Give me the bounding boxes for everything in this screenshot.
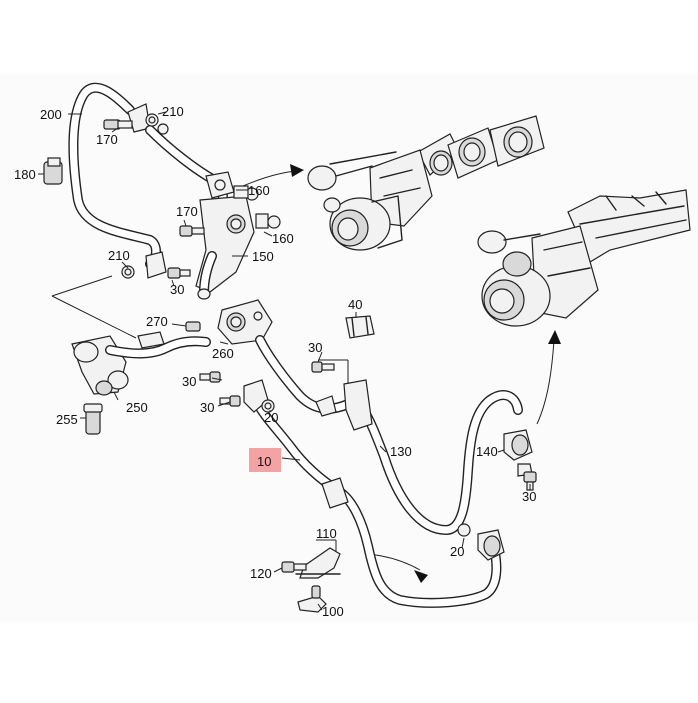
label-20-lower[interactable]: 20 <box>450 544 464 559</box>
label-140[interactable]: 140 <box>476 444 498 459</box>
label-260[interactable]: 260 <box>212 346 234 361</box>
label-30-clip[interactable]: 30 <box>308 340 322 355</box>
label-30-upper[interactable]: 30 <box>170 282 184 297</box>
label-255[interactable]: 255 <box>56 412 78 427</box>
highlight-box <box>249 448 281 472</box>
label-150[interactable]: 150 <box>252 249 274 264</box>
label-170-mid[interactable]: 170 <box>176 204 198 219</box>
bolts-30 <box>199 361 537 491</box>
part-100 <box>297 585 327 613</box>
label-160-top[interactable]: 160 <box>248 183 270 198</box>
label-210-mid[interactable]: 210 <box>108 248 130 263</box>
label-130[interactable]: 130 <box>390 444 412 459</box>
label-30-left[interactable]: 30 <box>182 374 196 389</box>
label-40[interactable]: 40 <box>348 297 362 312</box>
label-30-right[interactable]: 30 <box>522 489 536 504</box>
pipe-130 <box>255 335 523 535</box>
cap-180 <box>43 157 63 185</box>
clip-40 <box>345 315 375 339</box>
label-10[interactable]: 10 <box>257 454 271 469</box>
label-270[interactable]: 270 <box>146 314 168 329</box>
connector-140 <box>503 429 533 477</box>
label-120[interactable]: 120 <box>250 566 272 581</box>
label-210-top[interactable]: 210 <box>162 104 184 119</box>
fittings-upper <box>103 113 281 279</box>
connector-lower-right <box>457 523 505 561</box>
leader-lines <box>38 111 531 611</box>
label-170-top[interactable]: 170 <box>96 132 118 147</box>
plug-255 <box>83 403 103 435</box>
pipe-270 <box>105 321 211 359</box>
label-180[interactable]: 180 <box>14 167 36 182</box>
label-20-center[interactable]: 20 <box>264 410 278 425</box>
pipe-10 <box>243 379 502 608</box>
flange-260 <box>217 299 273 345</box>
label-160-mid[interactable]: 160 <box>272 231 294 246</box>
pipe-160-bracket <box>145 125 255 300</box>
lower-turbocharger <box>477 189 691 327</box>
label-30-center[interactable]: 30 <box>200 400 214 415</box>
bracket-110 <box>281 547 341 579</box>
flow-arrow-upper <box>242 164 304 187</box>
label-250[interactable]: 250 <box>126 400 148 415</box>
label-110[interactable]: 110 <box>316 526 337 541</box>
upper-turbocharger <box>307 115 545 251</box>
pipe-200 <box>68 82 167 279</box>
label-100[interactable]: 100 <box>322 604 344 619</box>
label-200[interactable]: 200 <box>40 107 62 122</box>
flow-arrow-right <box>536 330 561 425</box>
callout-labels: 200 210 170 180 160 170 160 210 150 30 2… <box>14 104 536 619</box>
